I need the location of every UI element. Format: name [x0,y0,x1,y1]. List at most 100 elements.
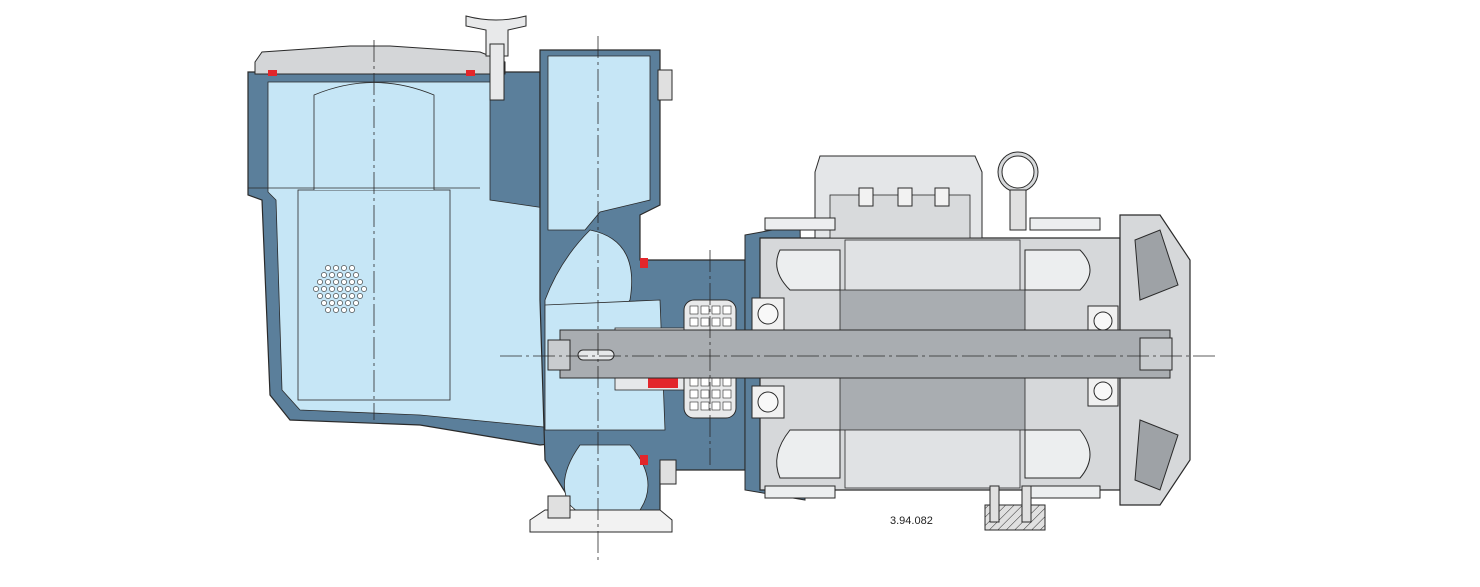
perforation-dot [325,307,331,313]
tie-bolt-top-right [1029,217,1101,231]
shaft-end [1139,337,1173,371]
perforation-dot [349,293,355,299]
tie-bolt-bottom-left [764,485,836,499]
coupling-cell [711,317,721,327]
coupling-cell [700,305,710,315]
fan-blade-top [1134,229,1179,301]
perforation-dot [361,286,367,292]
body-bolt-lower [659,459,677,485]
lifting-eye-stem [1009,189,1027,231]
perforation-dot [353,286,359,292]
fan-blade-bottom [1134,419,1179,491]
perforation-dot [333,307,339,313]
coupling-cell [711,401,721,411]
shaft-keyway [577,349,615,361]
perforation-dot [325,293,331,299]
perforation-dot [317,279,323,285]
body-bolt-top [657,69,673,101]
foot-bolt-left [989,485,1000,523]
lid-seal-right [466,70,475,76]
basket-perforations [313,265,367,313]
perforation-dot [337,272,343,278]
mechanical-seal-lower [648,378,678,388]
perforation-dot [321,300,327,306]
perforation-dot [349,307,355,313]
terminal-stud [934,187,950,207]
bearing-front-top [751,297,785,331]
lid-clamp-knob [465,15,527,57]
perforation-dot [333,279,339,285]
coupling-cell [722,317,732,327]
coupling-cell [689,305,699,315]
perforation-dot [329,286,335,292]
tie-bolt-bottom-right [1029,485,1101,499]
perforation-dot [341,307,347,313]
coupling-cell [711,377,721,387]
coupling-cell [700,401,710,411]
drive-shaft [547,329,1173,379]
coupling-cell [722,389,732,399]
perforation-dot [329,272,335,278]
shaft [559,329,1171,379]
coupling-cell [700,389,710,399]
bearing-front-bottom [751,385,785,419]
perforation-dot [333,293,339,299]
foot-bolt [547,495,571,519]
terminal-stud [858,187,874,207]
coupling-cell [700,377,710,387]
winding-right-bottom [1024,429,1091,479]
perforation-dot [333,265,339,271]
seal-ring-left [640,258,648,268]
winding-left-top [776,249,841,291]
seal-ring-right [640,455,648,465]
perforation-dot [353,272,359,278]
perforation-dot [329,300,335,306]
impeller-nut [547,339,571,371]
coupling-cell [722,401,732,411]
coupling-cell [689,389,699,399]
center-lines [373,36,1215,560]
tie-bolt-top-left [764,217,836,231]
perforation-dot [345,286,351,292]
winding-right-top [1024,249,1091,291]
perforation-dot [341,293,347,299]
coupling-cell [689,377,699,387]
perforation-dot [353,300,359,306]
coupling-cell [722,377,732,387]
perforation-dot [317,293,323,299]
winding-left-bottom [776,429,841,479]
lid-seal-left [268,70,277,76]
strainer-housing [247,71,586,446]
terminal-stud [897,187,913,207]
coupling-cell [689,317,699,327]
perforation-dot [341,279,347,285]
perforation-dot [349,279,355,285]
perforation-dot [349,265,355,271]
perforation-dot [313,286,319,292]
coupling-cell [700,317,710,327]
perforation-dot [357,293,363,299]
foot-bolt-right [1021,485,1032,523]
perforation-dot [341,265,347,271]
perforation-dot [337,286,343,292]
bearing-rear-bottom [1087,375,1119,407]
perforation-dot [325,265,331,271]
perforation-dot [321,286,327,292]
coupling-cell [689,401,699,411]
strainer-lid [254,15,527,101]
perforation-dot [357,279,363,285]
coupling-cell [711,305,721,315]
pump-body [529,49,746,533]
lid-clamp-bolt [489,43,505,101]
coupling-cell [711,389,721,399]
perforation-dot [345,300,351,306]
lid-cover [254,45,506,75]
perforation-dot [325,279,331,285]
discharge-chamber [547,55,651,231]
terminal-studs [858,187,950,207]
coupling-cell [722,305,732,315]
perforation-dot [321,272,327,278]
drawing-reference-number: 3.94.082 [890,515,933,527]
perforation-dot [345,272,351,278]
